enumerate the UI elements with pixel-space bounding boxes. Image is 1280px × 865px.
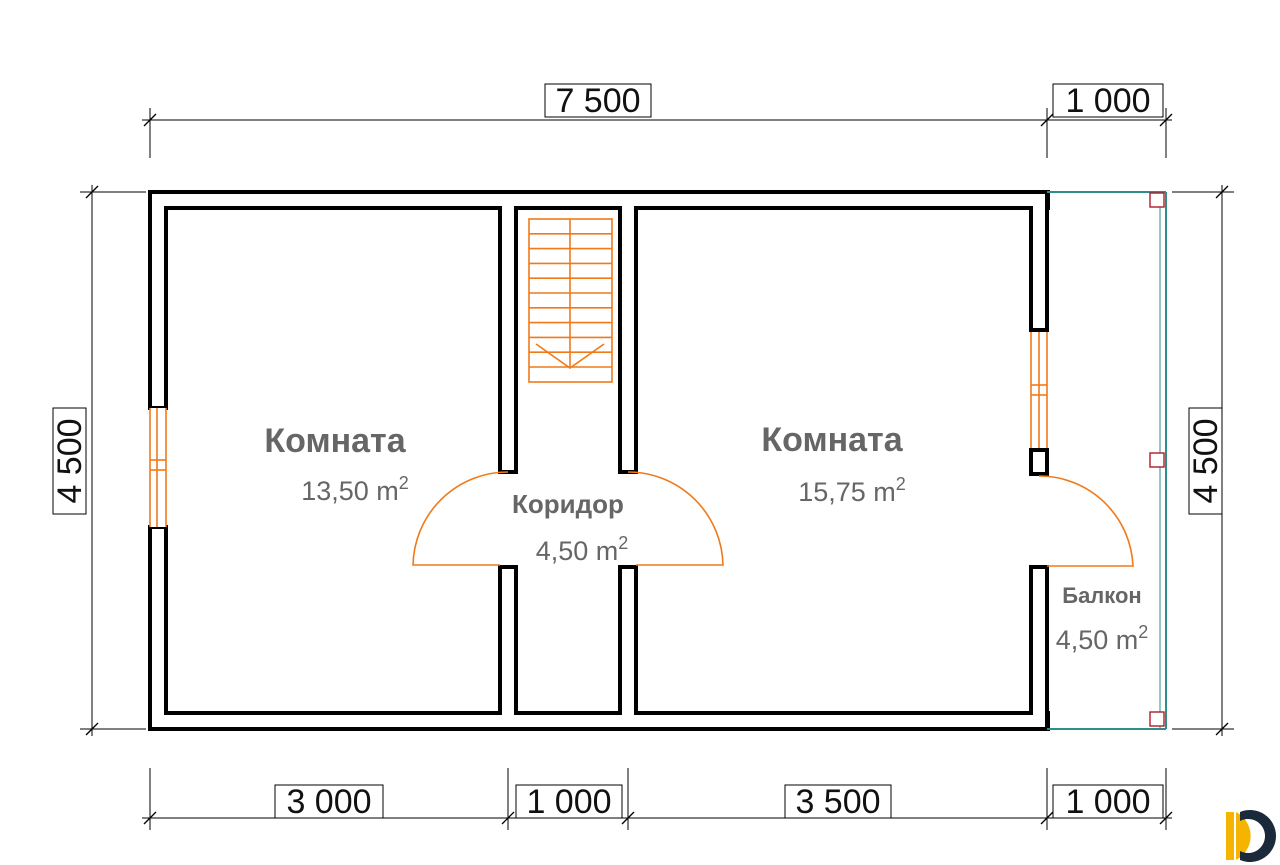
room-right-area: 15,75 m2 xyxy=(798,474,906,507)
staircase xyxy=(528,218,613,383)
dimension-top: 7 500 1 000 xyxy=(142,82,1173,158)
dimension-right-height: 4 500 xyxy=(1187,418,1225,503)
room-right-label: Комната 15,75 m2 xyxy=(761,421,905,507)
dimension-left-height: 4 500 xyxy=(51,418,89,503)
dimension-bottom-room2: 3 500 xyxy=(795,783,880,821)
corridor-label: Коридор 4,50 m2 xyxy=(512,489,628,566)
room-left-name: Комната xyxy=(264,422,406,460)
dimension-top-balcony: 1 000 xyxy=(1065,82,1150,120)
corridor-name: Коридор xyxy=(512,489,624,519)
dimension-left: 4 500 xyxy=(51,185,146,736)
room-left-label: Комната 13,50 m2 xyxy=(264,422,408,506)
balcony-post xyxy=(1149,192,1165,208)
room-right-name: Комната xyxy=(761,421,903,459)
dimension-bottom-room1: 3 000 xyxy=(286,783,371,821)
d-logo-icon xyxy=(1226,809,1277,862)
door-right xyxy=(627,471,724,566)
dimension-bottom-corridor: 1 000 xyxy=(526,783,611,821)
walls xyxy=(148,190,1050,731)
door-left xyxy=(412,471,509,566)
balcony-post xyxy=(1149,711,1165,727)
balcony-post xyxy=(1149,452,1165,468)
corridor-area: 4,50 m2 xyxy=(536,533,629,566)
balcony-railing xyxy=(1047,191,1167,730)
dimension-bottom: 3 000 1 000 3 500 1 000 xyxy=(142,768,1173,830)
window-right xyxy=(1030,332,1048,448)
dimension-bottom-balcony: 1 000 xyxy=(1065,783,1150,821)
dimension-top-main: 7 500 xyxy=(555,82,640,120)
window-left xyxy=(149,408,167,527)
dimension-right: 4 500 xyxy=(1172,185,1234,736)
balcony-area: 4,50 m2 xyxy=(1056,622,1149,655)
balcony-label: Балкон 4,50 m2 xyxy=(1056,583,1149,655)
room-left-area: 13,50 m2 xyxy=(301,473,409,506)
door-balcony xyxy=(1038,475,1134,567)
stair-arrow-icon xyxy=(535,343,605,369)
balcony-name: Балкон xyxy=(1062,583,1141,608)
